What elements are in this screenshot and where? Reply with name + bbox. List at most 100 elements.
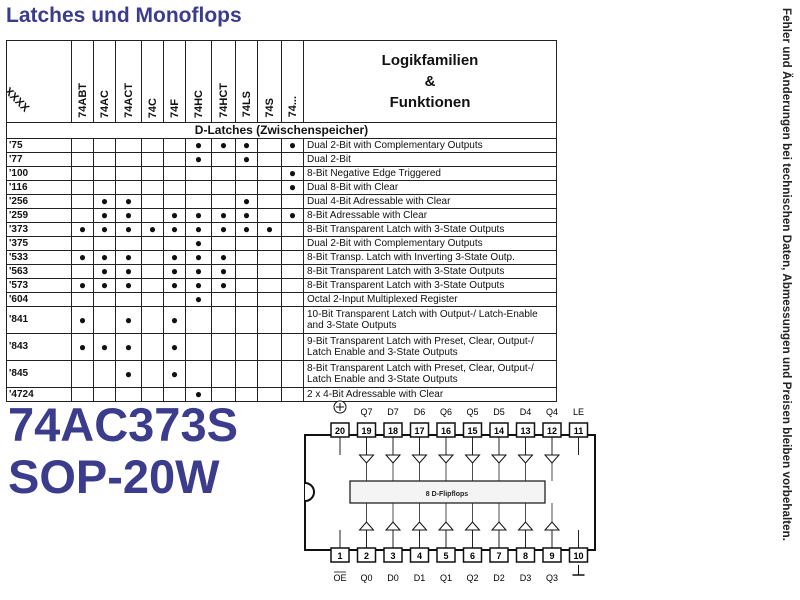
availability-dot: ● <box>78 222 87 237</box>
family-cell <box>235 179 258 195</box>
pin-box <box>462 422 483 438</box>
family-cell <box>141 207 164 223</box>
family-cell: ● <box>235 207 258 223</box>
pin-box <box>462 547 483 563</box>
family-cell: ● <box>163 249 186 265</box>
pin-label: D0 <box>387 573 399 583</box>
family-cell <box>235 263 258 279</box>
side-note-text: Fehler und Änderungen bei technischen Da… <box>780 8 792 542</box>
buffer-symbol <box>517 454 534 464</box>
family-cell: ● <box>185 277 212 293</box>
availability-dot: ● <box>124 366 133 381</box>
table-row: '604●Octal 2-Input Multiplexed Register <box>6 291 557 307</box>
pin-label: Q4 <box>546 407 558 417</box>
family-cell <box>235 359 258 388</box>
pin-box <box>356 422 377 438</box>
family-cell <box>235 305 258 334</box>
availability-dot: ● <box>124 250 133 265</box>
family-cell: ● <box>185 291 212 307</box>
table-row: '116●Dual 8-Bit with Clear <box>6 179 557 195</box>
availability-dot: ● <box>170 222 179 237</box>
family-cell <box>141 179 164 195</box>
availability-dot: ● <box>194 264 203 279</box>
availability-dot: ● <box>170 312 179 327</box>
family-cell <box>141 165 164 181</box>
pin-number: 7 <box>496 551 501 561</box>
family-cell: ● <box>71 277 94 293</box>
pin-box <box>515 547 536 563</box>
family-cell: ● <box>235 221 258 237</box>
pin-label: Q1 <box>440 573 452 583</box>
family-cell <box>185 165 212 181</box>
buffer-symbol <box>543 454 561 464</box>
availability-dot: ● <box>124 208 133 223</box>
row-function: Dual 4-Bit Adressable with Clear <box>303 193 557 209</box>
pin-number: 5 <box>443 551 448 561</box>
row-code: '116 <box>6 179 72 195</box>
row-code: '843 <box>6 332 72 361</box>
family-cell <box>141 291 164 307</box>
family-header: 74F <box>163 40 186 123</box>
table-row: '533●●●●●●8-Bit Transp. Latch with Inver… <box>6 249 557 265</box>
availability-dot: ● <box>219 208 228 223</box>
family-header: 74S <box>257 40 282 123</box>
family-cell <box>257 249 282 265</box>
pin-label: Q7 <box>360 407 372 417</box>
family-cell <box>71 165 94 181</box>
family-cell: ● <box>185 221 212 237</box>
availability-dot: ● <box>288 166 297 181</box>
family-cell: ● <box>185 249 212 265</box>
availability-dot: ● <box>148 222 157 237</box>
pin-number: 16 <box>441 426 451 436</box>
pin-box <box>489 547 509 563</box>
pin-number: 6 <box>470 551 475 561</box>
availability-dot: ● <box>124 339 133 354</box>
family-cell <box>93 137 116 153</box>
availability-dot: ● <box>194 152 203 167</box>
availability-dot: ● <box>194 236 203 251</box>
family-cell <box>235 235 258 251</box>
row-function: 8-Bit Transp. Latch with Inverting 3-Sta… <box>303 249 557 265</box>
availability-dot: ● <box>100 222 109 237</box>
pin-label: Q5 <box>466 407 478 417</box>
family-cell <box>141 332 164 361</box>
family-cell: ● <box>93 221 116 237</box>
buffer-symbol <box>490 521 508 531</box>
availability-dot: ● <box>242 208 251 223</box>
family-cell <box>141 277 164 293</box>
family-cell <box>257 193 282 209</box>
family-cell <box>93 291 116 307</box>
family-cell <box>71 359 94 388</box>
family-header: 74AC <box>93 40 116 123</box>
family-cell <box>257 332 282 361</box>
family-cell <box>93 165 116 181</box>
family-cell: ● <box>281 179 304 195</box>
pin-box <box>383 422 403 438</box>
family-cell <box>235 386 258 402</box>
family-cell <box>115 137 142 153</box>
availability-dot: ● <box>78 312 87 327</box>
row-function: 8-Bit Adressable with Clear <box>303 207 557 223</box>
family-cell <box>163 235 186 251</box>
family-cell: ● <box>141 221 164 237</box>
part-number: 74AC373S <box>8 398 238 451</box>
buffer-symbol <box>411 454 428 464</box>
availability-dot: ● <box>124 312 133 327</box>
family-cell <box>93 305 116 334</box>
pin-label: D3 <box>520 573 532 583</box>
table-row: '4724●2 x 4-Bit Adressable with Clear <box>6 386 557 402</box>
family-cell: ● <box>115 263 142 279</box>
family-cell <box>211 291 236 307</box>
family-cell <box>211 151 236 167</box>
pin-number: 14 <box>494 426 504 436</box>
availability-dot: ● <box>170 339 179 354</box>
row-function: Dual 2-Bit <box>303 151 557 167</box>
pin-label: Q0 <box>360 573 372 583</box>
family-cell: ● <box>71 305 94 334</box>
family-header: 74HC <box>185 40 212 123</box>
family-cell: ● <box>115 249 142 265</box>
family-cell <box>281 151 304 167</box>
family-cell: ● <box>185 151 212 167</box>
pin-box <box>409 422 430 438</box>
